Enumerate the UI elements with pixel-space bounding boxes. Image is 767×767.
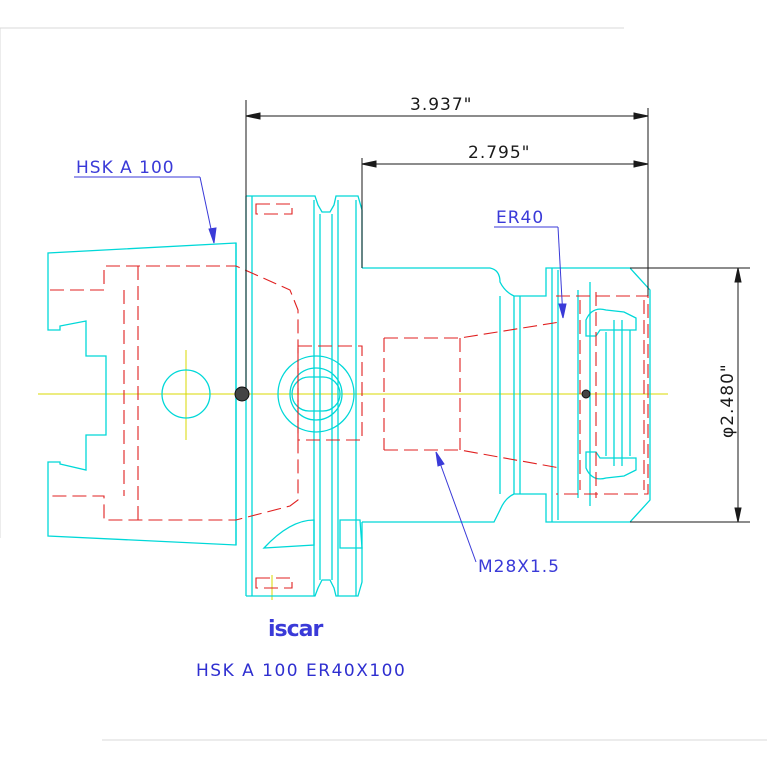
callout-leaders: [74, 176, 567, 563]
collet-callout: ER40: [496, 208, 544, 228]
gauge-length-label: 2.795": [468, 143, 531, 163]
center-marker-left: [234, 386, 250, 402]
shank-callout: HSK A 100: [76, 158, 175, 178]
drawing-title: HSK A 100 ER40X100: [196, 661, 407, 681]
part-outline: [47, 195, 651, 597]
thread-callout: M28X1.5: [478, 557, 560, 577]
diameter-label: φ2.480": [718, 363, 738, 438]
overall-length-label: 3.937": [410, 95, 473, 115]
hidden-lines: [50, 203, 649, 589]
center-marker-right: [581, 389, 591, 399]
dimension-lines: [245, 100, 750, 523]
brand-logo: iscar: [268, 617, 323, 642]
